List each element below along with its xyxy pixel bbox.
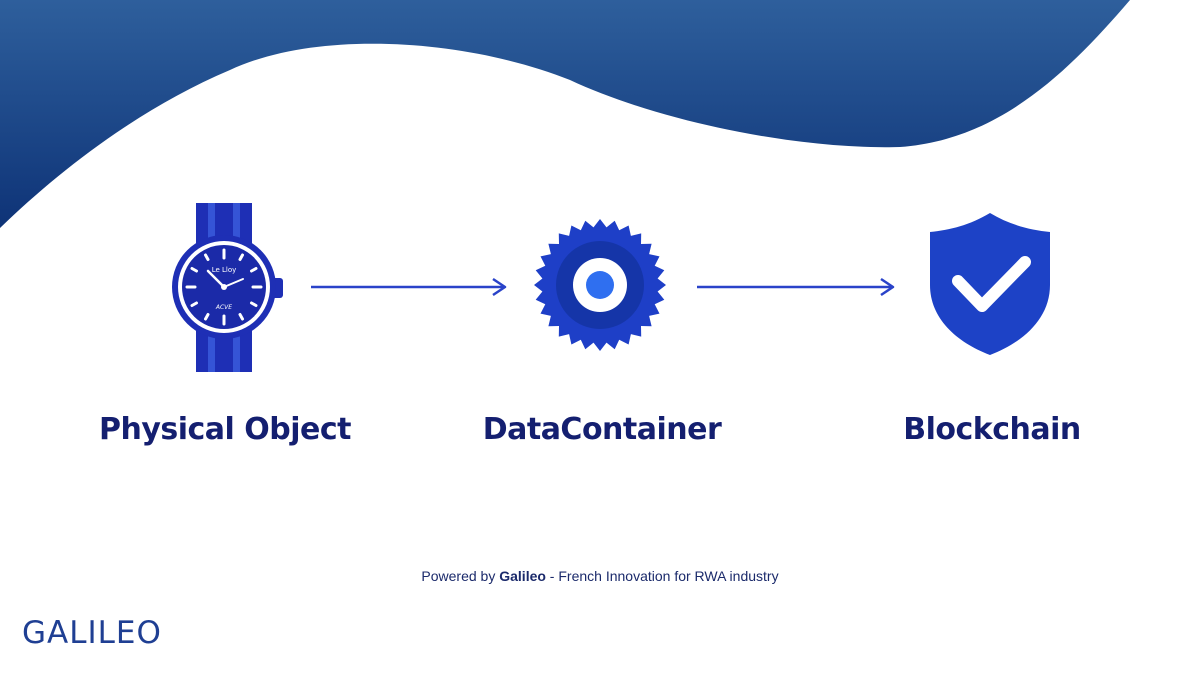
watch-icon: Le Lloy ACVE [172,203,283,372]
step-label-physical-object: Physical Object [98,412,352,447]
gear-badge-icon [534,219,666,351]
footer-credit: Powered by Galileo - French Innovation f… [0,568,1200,584]
process-flow: Le Lloy ACVE [172,203,1050,372]
step-label-datacontainer: DataContainer [482,412,722,447]
watch-brand-text: Le Lloy [212,266,237,274]
flow-arrow [311,277,507,297]
watch-model-text: ACVE [215,304,232,311]
header-wave [0,0,1130,228]
galileo-logo: GALILEO [22,615,162,651]
footer-brand: Galileo [499,568,546,584]
flow-arrow [697,277,895,297]
footer-prefix: Powered by [421,568,500,584]
footer-suffix: - French Innovation for RWA industry [545,568,779,584]
step-label-blockchain: Blockchain [903,412,1081,447]
shield-check-icon [930,213,1050,355]
